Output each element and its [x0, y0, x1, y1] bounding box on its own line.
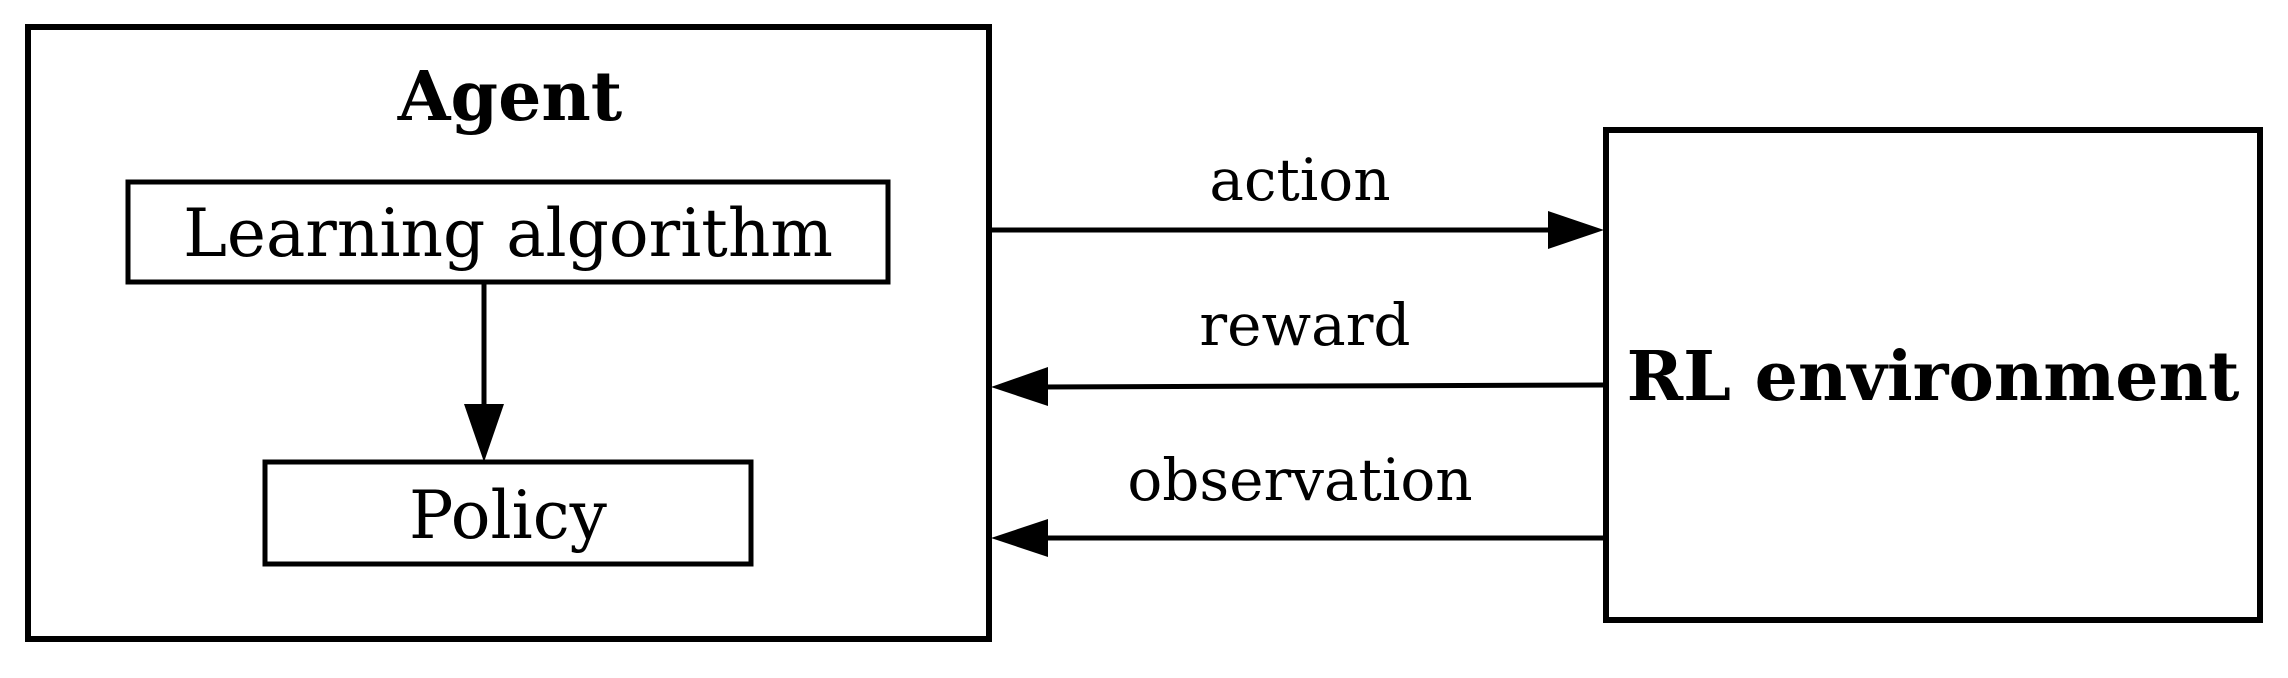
reward-arrow-line: [1039, 382, 1607, 390]
agent-title: Agent: [397, 57, 623, 137]
learning-algorithm-label: Learning algorithm: [183, 195, 833, 272]
observation-arrowhead: [991, 519, 1048, 557]
reward-arrowhead: [991, 367, 1048, 406]
learning-to-policy-arrowhead: [464, 404, 504, 462]
rl-environment-box: [1603, 127, 2263, 623]
action-arrowhead: [1548, 211, 1604, 249]
policy-label: Policy: [409, 477, 608, 554]
policy-box: [262, 459, 754, 567]
observation-label: observation: [1127, 446, 1472, 514]
learning-algorithm-box: [125, 179, 891, 285]
action-label: action: [1209, 146, 1390, 214]
agent-box: [25, 24, 992, 642]
rl-environment-title: RL environment: [1627, 337, 2240, 417]
reward-label: reward: [1199, 291, 1410, 359]
